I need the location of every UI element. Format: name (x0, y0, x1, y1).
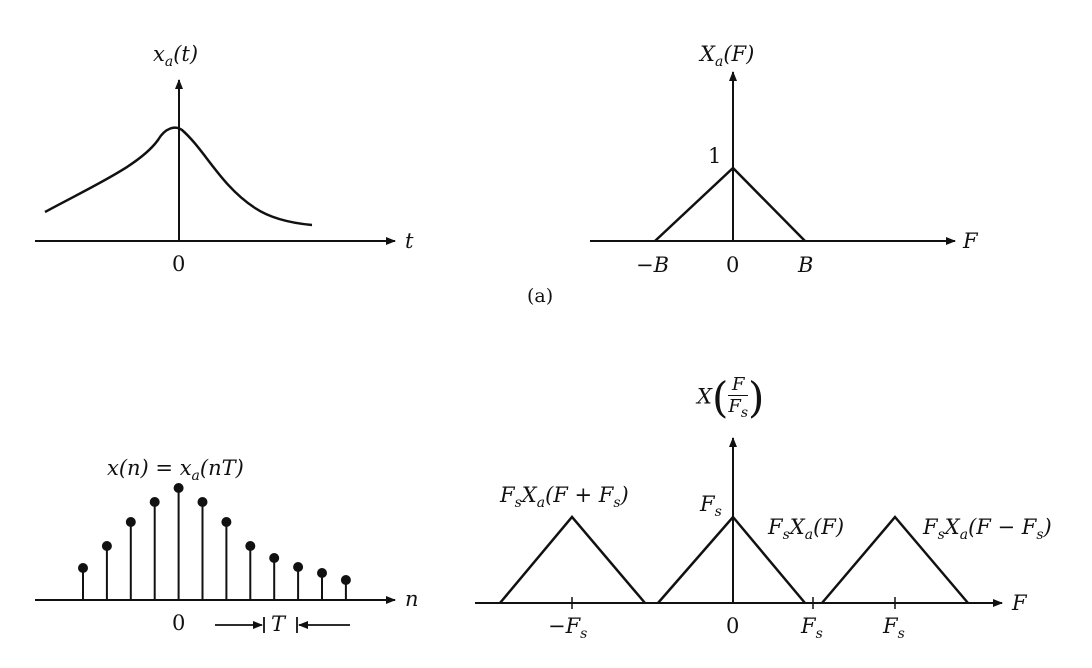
frac-den: F (728, 396, 741, 417)
sample-dot (125, 517, 136, 527)
frac-num: F (728, 376, 749, 396)
replica-left (499, 515, 646, 604)
sample-dot (269, 553, 280, 563)
right-replica-label: FsXa(F − Fs) (923, 515, 1052, 543)
tick-fs-label: Fs (801, 614, 823, 642)
cr-mid: X (789, 515, 805, 539)
lr-close: ) (620, 483, 629, 507)
sample-dot (101, 541, 112, 551)
peak-F: F (700, 492, 715, 516)
origin-tick-a-left: 0 (172, 252, 186, 276)
left-replica-label: FsXa(F + Fs) (500, 483, 629, 511)
sequence-sub: a (191, 468, 200, 484)
lr-pre-sub: s (514, 495, 522, 511)
rr-arg-sub: s (1036, 527, 1044, 543)
sample-dot (173, 483, 184, 493)
cr-pre-sub: s (782, 527, 790, 543)
replica-center (657, 515, 806, 604)
lr-pre: F (500, 483, 515, 507)
cr-arg: (F) (813, 515, 845, 539)
peak-fs-label: Fs (700, 492, 722, 520)
rr-arg: (F − F (968, 515, 1037, 539)
frac-den-sub: s (740, 405, 749, 421)
replica-right (821, 515, 969, 604)
sample-dot (245, 541, 256, 551)
xa-sub: a (164, 54, 174, 70)
Xa-name: X (700, 42, 715, 66)
f-axis-label-a: F (963, 229, 978, 253)
Xa-sub: a (714, 54, 724, 70)
lr-arg: (F + F (545, 483, 614, 507)
tick-zero-b-right: 0 (726, 614, 740, 638)
tick-neg-b-label: −B (636, 253, 670, 277)
panel-a-right-spectrum (590, 71, 956, 245)
sample-dot (149, 497, 160, 507)
xa-curve (44, 126, 313, 227)
sample-dot (293, 562, 304, 572)
tf2-name: F (883, 614, 898, 638)
center-replica-label: FsXa(F) (768, 515, 845, 543)
origin-tick-b-left: 0 (172, 611, 186, 635)
lr-arg-sub: s (613, 495, 621, 511)
X-name: X (697, 384, 712, 409)
tnf-name: −F (548, 614, 581, 638)
xa-arg: (t) (173, 42, 199, 66)
tick-fs2-label: Fs (883, 614, 905, 642)
panel-b-right-spectrum (475, 437, 1003, 609)
panel-a-left-signal (35, 79, 396, 245)
sequence-name: x(n) = x (107, 456, 192, 480)
peak-sub: s (714, 504, 722, 520)
tf2-sub: s (897, 626, 905, 642)
xa-name: x (153, 42, 165, 66)
sequence-arg: (nT) (199, 456, 244, 480)
cr-mid-sub: a (804, 527, 814, 543)
panel-b-left-samples (35, 483, 396, 633)
sample-dot (317, 568, 327, 578)
cr-pre: F (768, 515, 783, 539)
tf-name: F (801, 614, 816, 638)
sample-dot (340, 575, 351, 585)
spacing-label: T (271, 612, 286, 636)
Xa-arg: (F) (723, 42, 755, 66)
rr-mid: X (944, 515, 960, 539)
rr-pre: F (923, 515, 938, 539)
lr-mid: X (521, 483, 537, 507)
lr-mid-sub: a (536, 495, 546, 511)
f-axis-label-b: F (1012, 591, 1027, 615)
peak-value-label: 1 (708, 144, 722, 168)
tick-pos-b-label: B (798, 253, 814, 277)
rr-pre-sub: s (937, 527, 945, 543)
rr-mid-sub: a (959, 527, 969, 543)
sequence-label: x(n) = xa(nT) (107, 456, 244, 484)
sample-dot (78, 563, 88, 573)
Xa-axis-label: Xa(F) (700, 42, 755, 70)
panel-caption: (a) (527, 285, 554, 307)
triangle-spectrum (654, 166, 806, 242)
tick-zero-a-right: 0 (726, 253, 740, 277)
tf-sub: s (815, 626, 823, 642)
sample-dot (197, 497, 208, 507)
rr-close: ) (1043, 515, 1052, 539)
t-axis-label: t (405, 229, 414, 253)
sample-dot (221, 517, 232, 527)
n-axis-label: n (405, 587, 419, 611)
tick-neg-fs-label: −Fs (548, 614, 588, 642)
tnf-sub: s (580, 626, 588, 642)
xa-axis-label: xa(t) (153, 42, 199, 70)
